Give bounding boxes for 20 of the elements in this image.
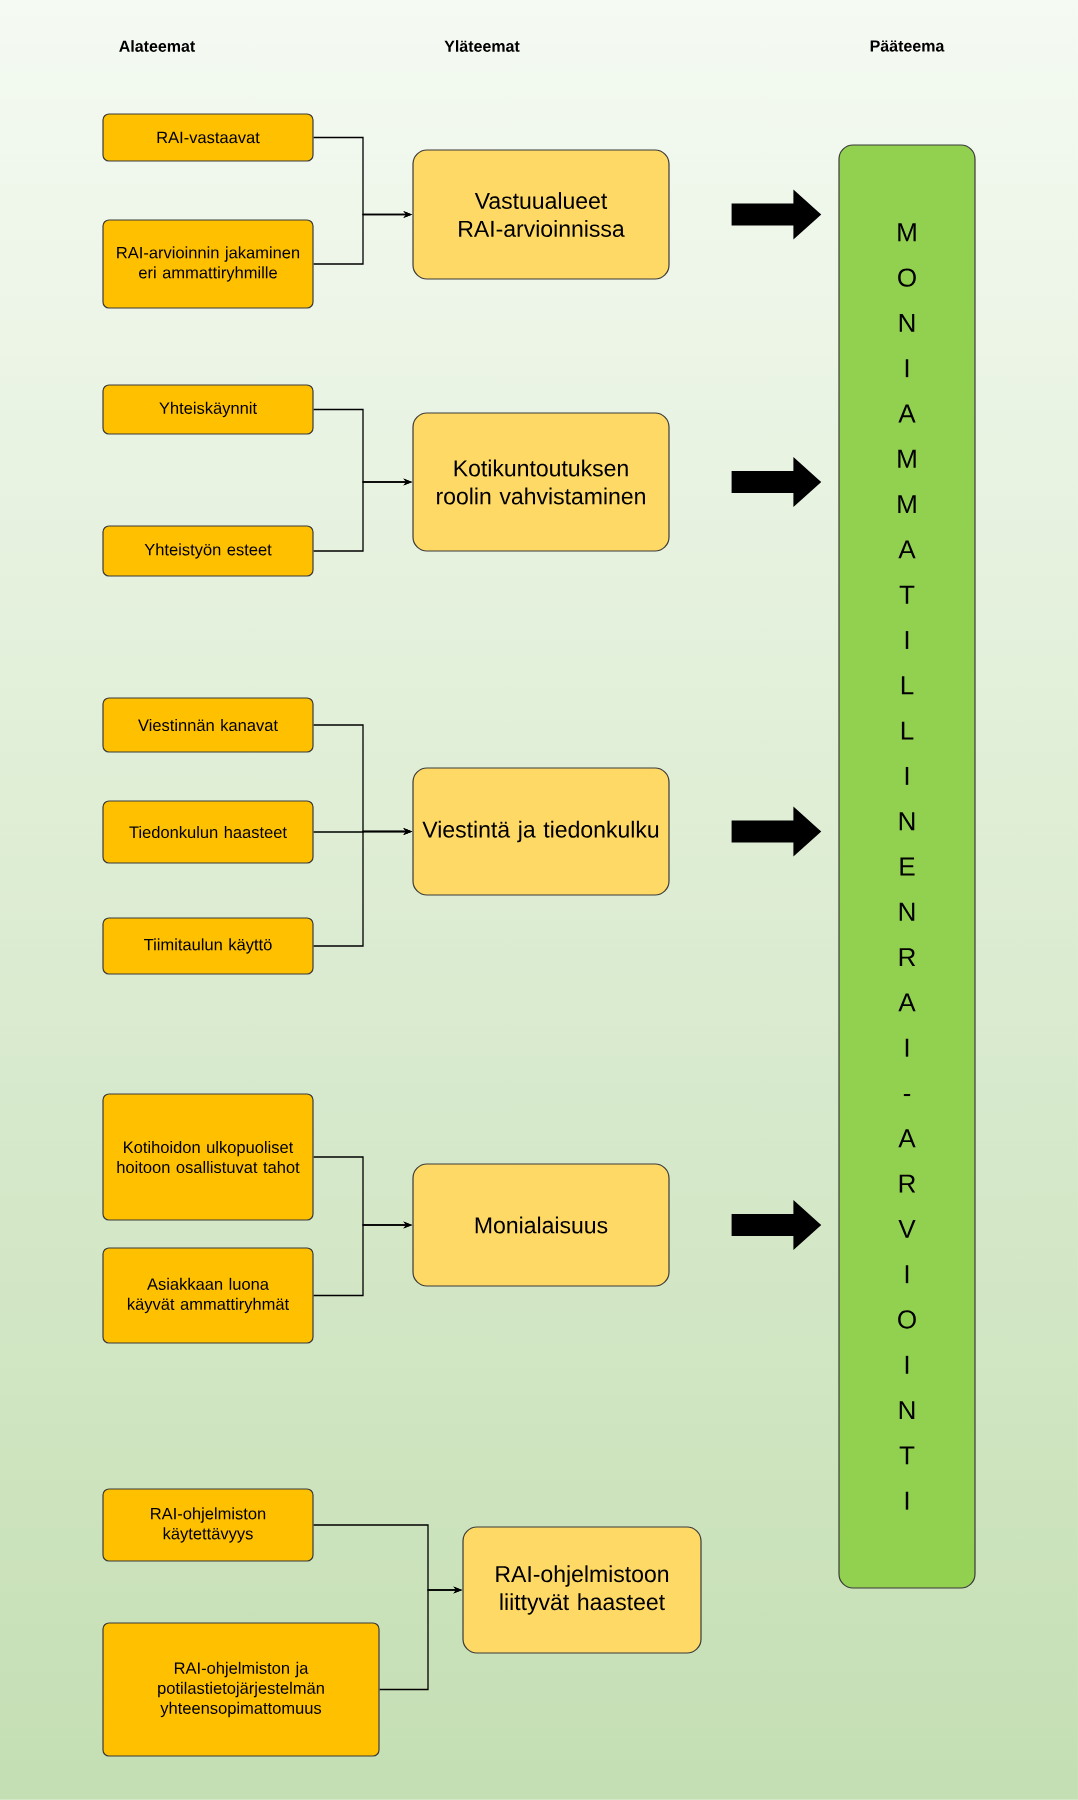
theme-box: Vastuualueet RAI-arvioinnissa	[412, 149, 670, 280]
subtheme-box: Kotihoidon ulkopuoliset hoitoon osallistuvat tahot	[102, 1093, 314, 1221]
subtheme-box: Yhteistyön esteet	[102, 525, 314, 577]
theme-box: RAI-ohjelmistoon liittyvät haasteet	[462, 1526, 702, 1654]
subtheme-box: RAI-arvioinnin jakaminen eri ammattiryhmille	[102, 219, 314, 309]
subtheme-box: RAI-ohjelmiston käytettävyys	[102, 1488, 314, 1562]
column-heading: Pääteema	[870, 40, 945, 52]
subtheme-box: RAI-ohjelmiston ja potilastietojärjestelmän yhteensopimattomuus	[102, 1622, 380, 1757]
subtheme-box: Asiakkaan luona käyvät ammattiryhmät	[102, 1247, 314, 1344]
subtheme-box: Yhteiskäynnit	[102, 384, 314, 435]
column-heading: Alateemat	[119, 40, 196, 52]
theme-box: Viestintä ja tiedonkulku	[412, 767, 670, 896]
theme-box: Monialaisuus	[412, 1163, 670, 1287]
column-heading: Yläteemat	[444, 40, 520, 52]
subtheme-box: RAI-vastaavat	[102, 113, 314, 162]
subtheme-box: Tiedonkulun haasteet	[102, 800, 314, 864]
subtheme-box: Viestinnän kanavat	[102, 697, 314, 753]
theme-box: Kotikuntoutuksen roolin vahvistaminen	[412, 412, 670, 552]
main-theme-box: MONIAMMATILLINEN RAI-ARVIOINTI	[838, 144, 976, 1589]
subtheme-box: Tiimitaulun käyttö	[102, 917, 314, 975]
